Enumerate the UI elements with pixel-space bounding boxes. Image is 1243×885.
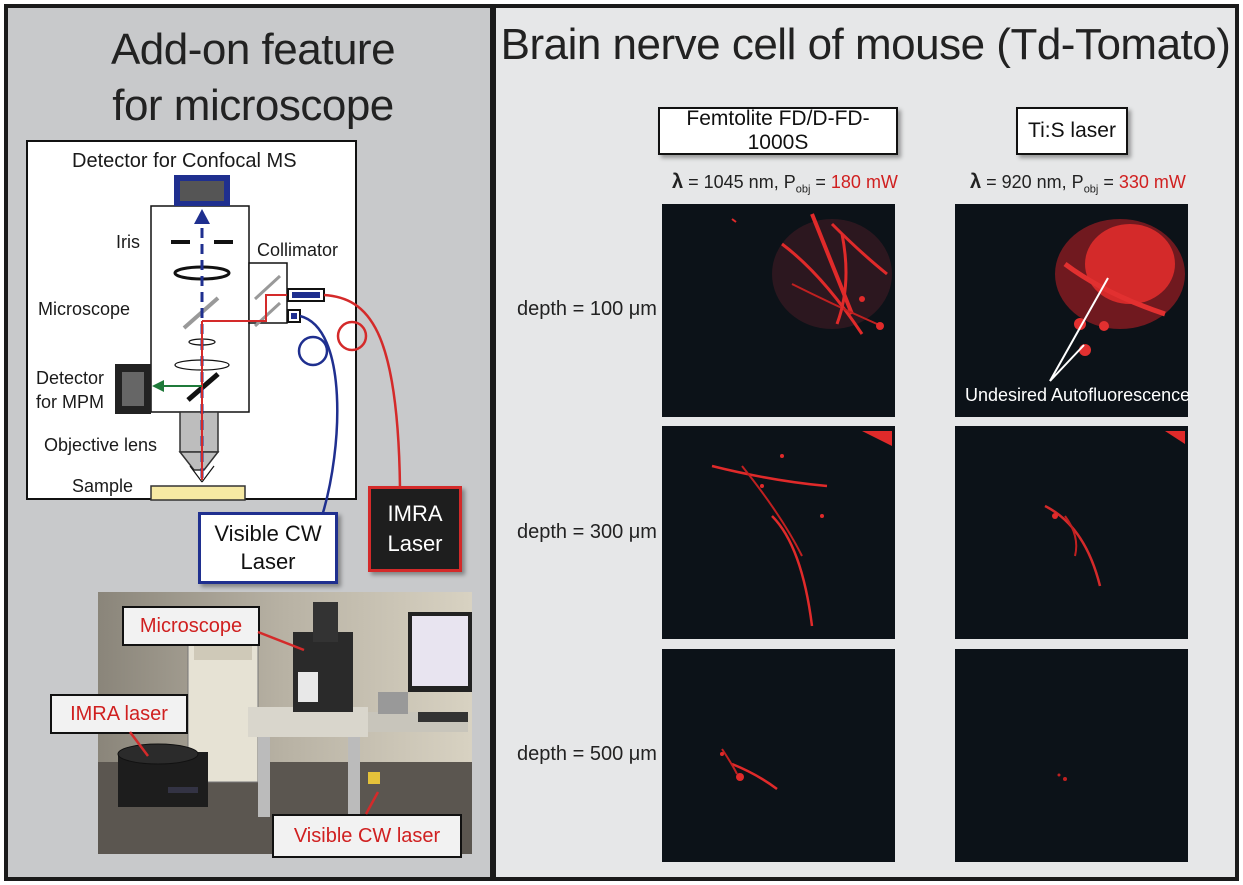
lambda-femtolite: λ = 1045 nm, Pobj = 180 mW xyxy=(672,171,898,196)
left-title-line1: Add-on feature xyxy=(110,25,396,74)
image-femtolite-300 xyxy=(662,426,895,639)
column-header-tis: Ti:S laser xyxy=(1016,107,1128,155)
imra-laser-line2: Laser xyxy=(387,531,443,556)
label-collimator: Collimator xyxy=(257,240,339,260)
power-1: 180 mW xyxy=(830,172,898,192)
mpm-detector-sensor xyxy=(122,372,144,406)
depth-label-300: depth = 300 μm xyxy=(517,521,657,543)
image-tis-300 xyxy=(955,426,1188,639)
label-objective-lens: Objective lens xyxy=(44,435,158,455)
label-detector-confocal: Detector for Confocal MS xyxy=(72,150,297,172)
image-tis-500 xyxy=(955,649,1188,862)
right-panel: Brain nerve cell of mouse (Td-Tomato) Fe… xyxy=(492,4,1239,881)
label-iris: Iris xyxy=(116,232,140,252)
label-microscope: Microscope xyxy=(38,299,131,319)
lambda-tis: λ = 920 nm, Pobj = 330 mW xyxy=(970,171,1186,196)
lambda-symbol-1: λ xyxy=(672,171,684,193)
visible-cw-laser-box: Visible CW Laser xyxy=(198,512,338,584)
p-sub-2: obj xyxy=(1083,183,1099,196)
power-2: 330 mW xyxy=(1118,172,1186,192)
lambda-text-2: = 920 nm, P xyxy=(981,172,1084,192)
photo-label-visible-cw-laser: Visible CW laser xyxy=(272,814,462,858)
image-femtolite-100 xyxy=(662,204,895,417)
label-detector-mpm-line1: Detector xyxy=(36,368,105,388)
sample-slide xyxy=(150,485,246,501)
image-femtolite-500 xyxy=(662,649,895,862)
depth-label-100: depth = 100 μm xyxy=(517,298,657,320)
photo-label-imra-laser: IMRA laser xyxy=(50,694,188,734)
imra-laser-box: IMRA Laser xyxy=(368,486,462,572)
lambda-text-1: = 1045 nm, P xyxy=(683,172,796,192)
column-header-femtolite: Femtolite FD/D-FD-1000S xyxy=(658,107,898,155)
visible-cw-laser-line2: Laser xyxy=(240,549,296,574)
autofluorescence-annotation: Undesired Autofluorescence xyxy=(965,385,1191,405)
imra-laser-line1: IMRA xyxy=(387,501,443,526)
depth-label-500: depth = 500 μm xyxy=(517,743,657,765)
right-title: Brain nerve cell of mouse (Td-Tomato) xyxy=(500,20,1231,69)
left-title-line2: for microscope xyxy=(112,81,394,130)
objective-lens-body xyxy=(179,411,219,453)
label-sample: Sample xyxy=(72,476,134,496)
visible-cw-laser-line1: Visible CW xyxy=(214,521,322,546)
schematic-drawing xyxy=(115,175,402,517)
p-sub-1: obj xyxy=(795,183,811,196)
label-detector-mpm: Detector for MPM xyxy=(36,366,104,414)
left-title: Add-on feature for microscope xyxy=(48,22,458,134)
label-detector-mpm-line2: for MPM xyxy=(36,392,105,412)
left-panel: Add-on feature for microscope xyxy=(4,4,494,881)
image-tis-100 xyxy=(955,204,1188,417)
eq-1: = xyxy=(810,172,831,192)
eq-2: = xyxy=(1098,172,1119,192)
confocal-detector-sensor xyxy=(180,181,224,201)
photo-label-microscope: Microscope xyxy=(122,606,260,646)
microscope-body xyxy=(150,205,250,413)
lambda-symbol-2: λ xyxy=(970,171,982,193)
